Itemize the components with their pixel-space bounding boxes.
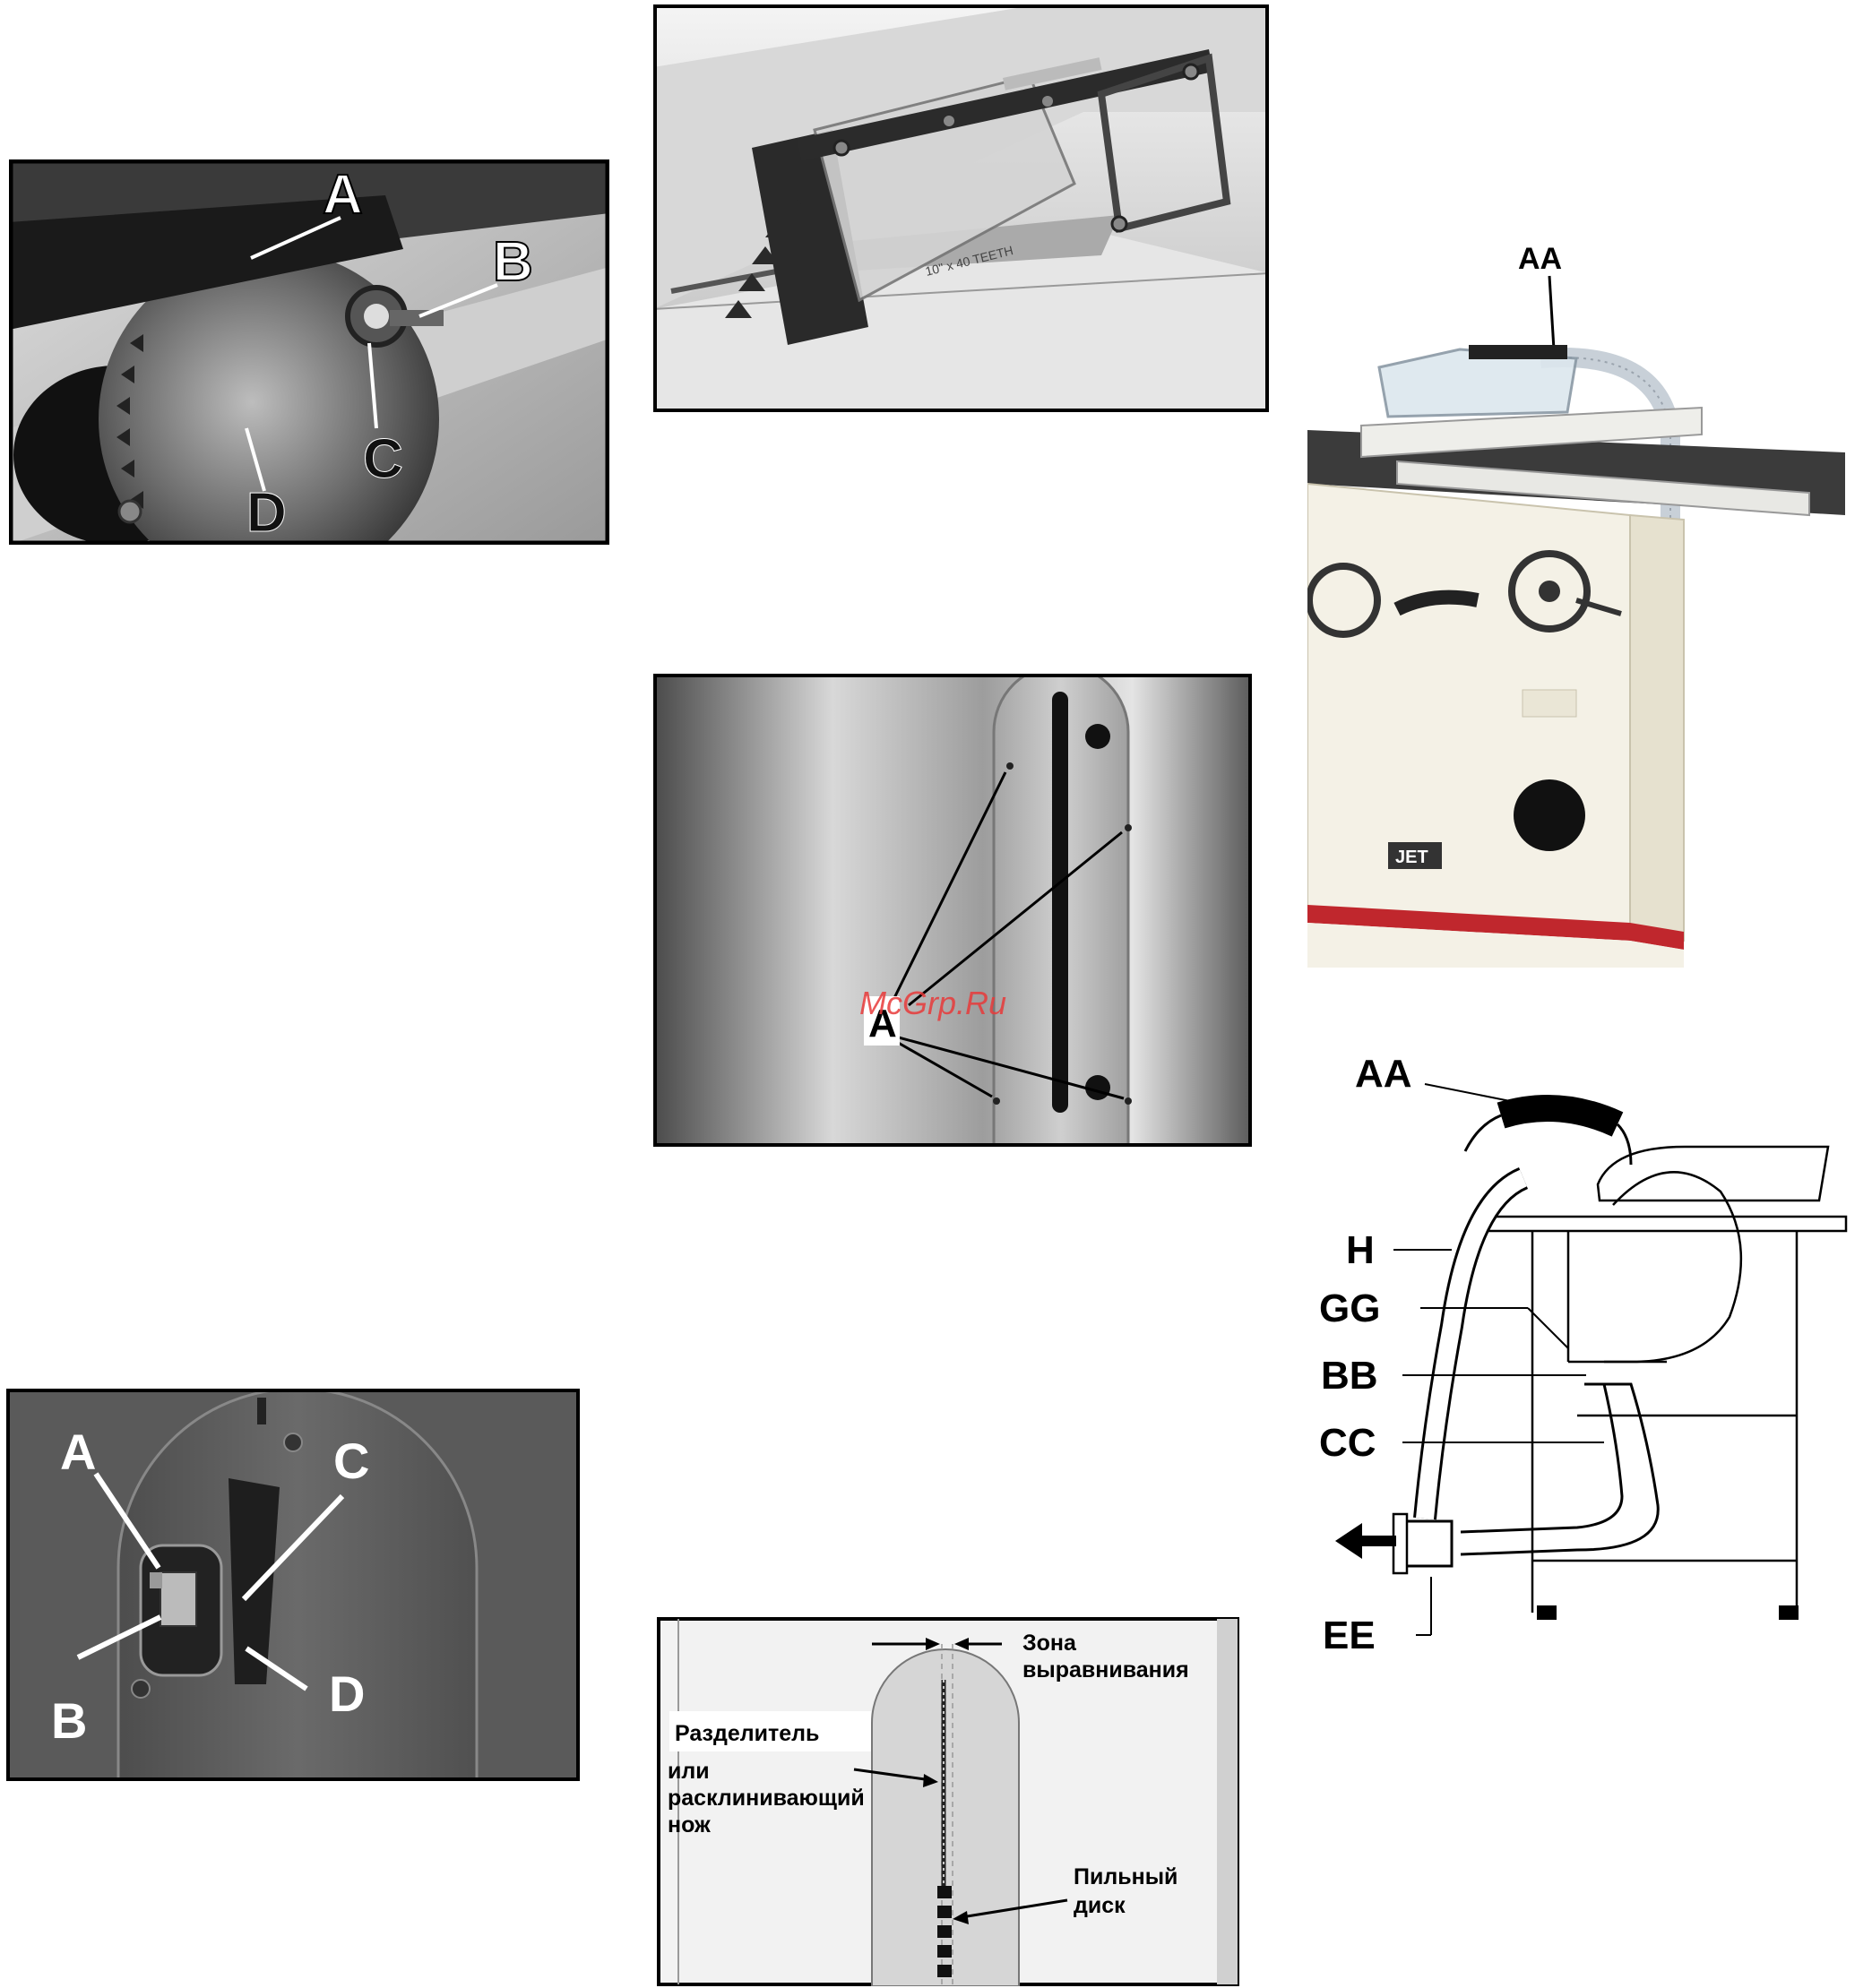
label-d: D: [329, 1665, 365, 1722]
arbor-flange: [364, 304, 389, 329]
label-h: H: [1346, 1228, 1375, 1272]
alignment-svg: Зона выравнивания Разделитель или раскли…: [657, 1617, 1239, 1986]
label-aa: AA: [1518, 242, 1562, 276]
zone-label-2: выравнивания: [1022, 1657, 1189, 1682]
label-gg: GG: [1319, 1287, 1380, 1330]
blade-guard-svg: 10" x 40 TEETH: [653, 4, 1269, 412]
insert-abcd-svg: A B C D: [6, 1389, 580, 1781]
saw-outline: [1483, 1147, 1846, 1613]
clamp-block: [160, 1572, 196, 1626]
blade-label-2: диск: [1074, 1893, 1126, 1918]
splitter-label-4: нож: [668, 1812, 711, 1837]
insert-abcd-figure: A B C D: [6, 1389, 580, 1781]
outlet-port: [1402, 1521, 1452, 1566]
guard-handle: [1469, 345, 1567, 359]
airflow-arrow: [1335, 1523, 1362, 1559]
blade-photo-figure: A B C D: [9, 159, 609, 545]
dust-port: [1514, 779, 1585, 851]
insert-plate-svg: A McGrp.Ru: [653, 674, 1252, 1147]
label-b: B: [51, 1692, 87, 1749]
screw-3: [993, 1097, 1000, 1105]
label-c: C: [363, 428, 403, 490]
alignment-diagram: Зона выравнивания Разделитель или раскли…: [657, 1617, 1239, 1986]
label-d: D: [246, 482, 287, 544]
splitter-label-2: или: [668, 1759, 710, 1784]
label-cc: CC: [1319, 1421, 1376, 1465]
zone-label-1: Зона: [1022, 1631, 1077, 1656]
splitter-label-3: расклинивающий: [668, 1786, 865, 1811]
blade-slot: [1052, 692, 1068, 1113]
dust-hose-svg: AA H GG BB CC EE: [1308, 1048, 1855, 1675]
brand-label: JET: [1395, 848, 1428, 867]
label-a: A: [323, 164, 363, 226]
blade-guard: [1379, 349, 1576, 417]
screw-2: [1125, 824, 1132, 831]
table-saw-figure: AA JET: [1307, 224, 1845, 968]
label-bb: BB: [1321, 1354, 1378, 1398]
label-a: A: [60, 1424, 96, 1480]
screw-4: [1125, 1097, 1132, 1105]
splitter-label-1: Разделитель: [675, 1721, 819, 1746]
cabinet-front: [1307, 484, 1630, 932]
leader-aa: [1549, 276, 1554, 349]
label-c: C: [333, 1433, 369, 1489]
elbow-pipe-inner: [1461, 1384, 1622, 1532]
label-b: B: [493, 231, 533, 293]
table-saw-svg: AA JET: [1307, 224, 1845, 968]
cabinet-side: [1630, 515, 1684, 941]
dust-hose-diagram: AA H GG BB CC EE: [1308, 1048, 1855, 1675]
hose-aa: [1501, 1108, 1618, 1124]
blade-label-1: Пильный: [1074, 1864, 1178, 1889]
finger-hole-top: [1085, 724, 1110, 749]
arbor-shaft: [390, 310, 444, 326]
label-ee: EE: [1323, 1614, 1376, 1657]
label-aa: AA: [1355, 1052, 1412, 1096]
blade-photo-svg: A B C D: [9, 159, 609, 545]
insert-plate-figure: A McGrp.Ru: [653, 674, 1252, 1147]
blade-guard-figure: 10" x 40 TEETH: [653, 4, 1269, 412]
screw-head: [119, 501, 141, 522]
watermark: McGrp.Ru: [859, 985, 1006, 1021]
screw-1: [1006, 762, 1014, 770]
